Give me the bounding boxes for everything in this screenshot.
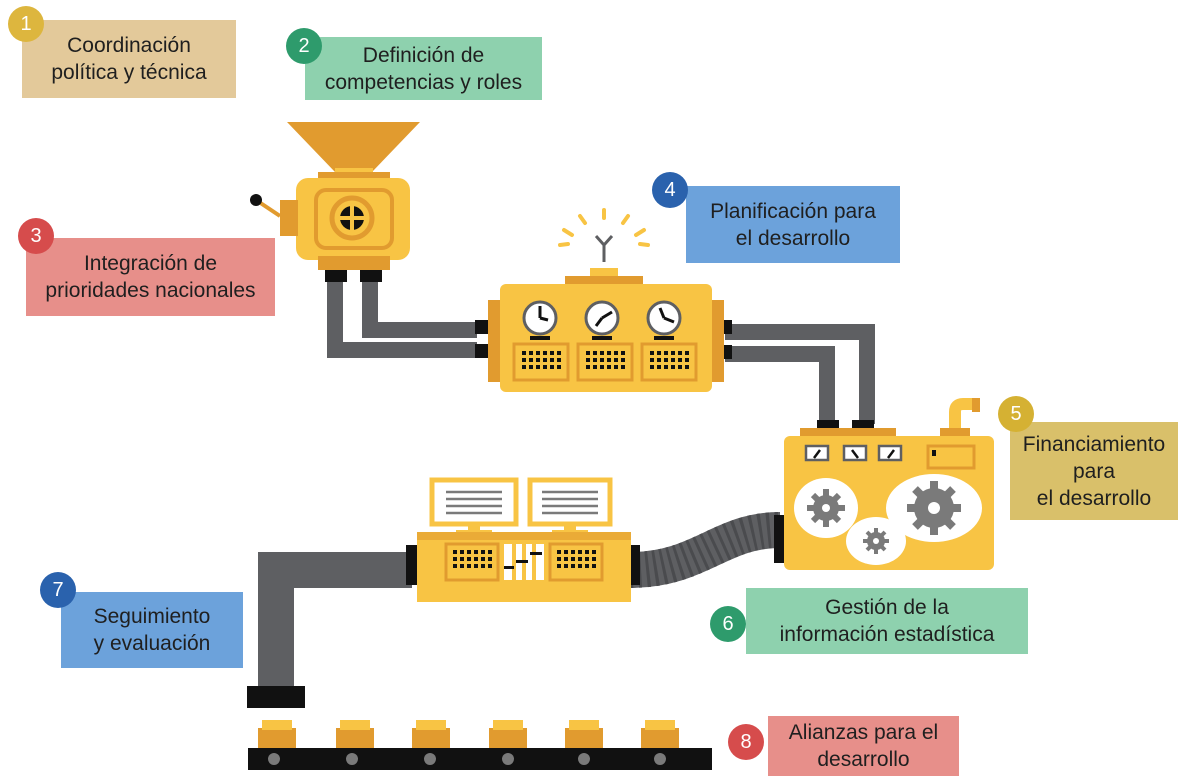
step-5-text: Financiamiento para el desarrollo [1022,432,1166,510]
product-box [412,720,450,748]
step-8-label: Alianzas para el desarrollo [768,716,959,776]
hopper-machine [250,122,420,270]
step-4-label: Planificación para el desarrollo [686,186,900,263]
product-box [641,720,679,748]
monitor-screen [527,477,613,536]
pipe-panel-to-finance [720,320,875,432]
product-box [565,720,603,748]
step-2-badge: 2 [286,28,322,64]
panel-keypads [522,351,689,369]
step-3-label: Integración de prioridades nacionales [26,238,275,316]
conveyor-belt [248,720,712,770]
step-4-badge: 4 [652,172,688,208]
panel-gauge [584,300,620,340]
step-4-text: Planificación para el desarrollo [710,199,876,250]
monitor-screen [429,477,519,536]
step-2-label: Definición de competencias y roles [305,37,542,100]
gear-icon [807,489,845,527]
slider-controls [504,544,544,580]
pipe-to-conveyor [247,545,418,708]
step-6-text: Gestión de la información estadística [779,596,995,646]
control-panel-machine [488,208,724,392]
step-6-label: Gestión de la información estadística [746,588,1028,654]
product-box [258,720,296,748]
panel-gauge [522,300,558,340]
panel-gauge [646,300,682,340]
gear-icon [863,528,889,554]
step-5-badge: 5 [998,396,1034,432]
step-1-badge: 1 [8,6,44,42]
product-box [336,720,374,748]
step-7-badge: 7 [40,572,76,608]
step-1-label: Coordinación política y técnica [22,20,236,98]
pipe-hopper-to-panel [325,268,489,358]
monitoring-machine [417,477,631,602]
flexible-hose [629,512,784,588]
step-3-text: Integración de prioridades nacionales [45,252,256,302]
step-8-text: Alianzas para el desarrollo [788,721,939,771]
step-3-badge: 3 [18,218,54,254]
gear-icon [907,481,961,535]
step-5-label: Financiamiento para el desarrollo [1010,422,1178,520]
step-2-text: Definición de competencias y roles [324,43,523,94]
step-8-badge: 8 [728,724,764,760]
finance-machine [784,398,994,570]
step-6-badge: 6 [710,606,746,642]
product-box [489,720,527,748]
step-7-label: Seguimiento y evaluación [61,592,243,668]
step-7-text: Seguimiento y evaluación [93,605,211,655]
step-1-text: Coordinación política y técnica [51,34,207,84]
